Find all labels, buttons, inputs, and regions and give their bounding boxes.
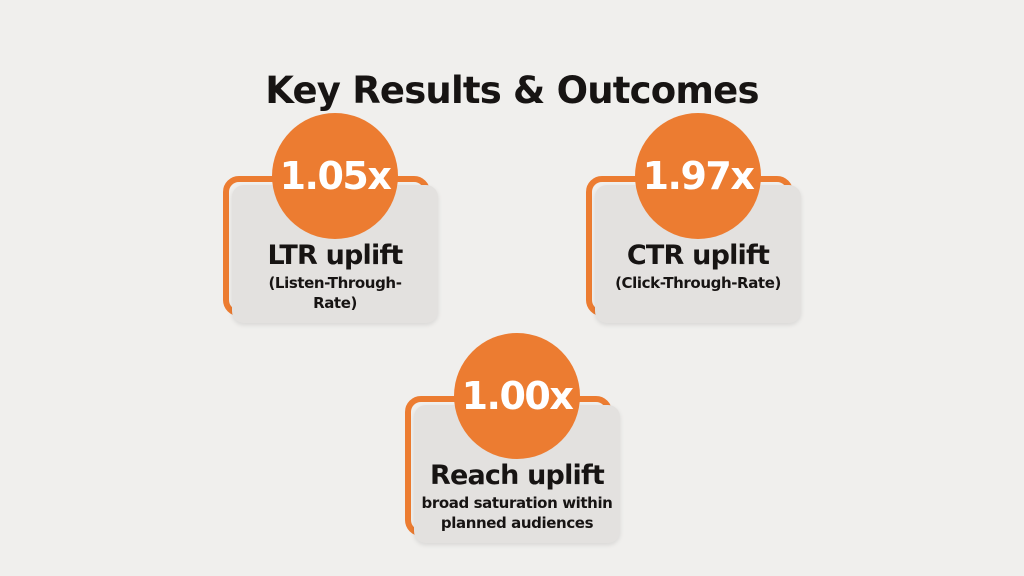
metric-label: Reach uplift bbox=[429, 460, 605, 491]
metric-value: 1.00x bbox=[461, 374, 574, 418]
card-panel: Reach uplift broad saturation within pla… bbox=[414, 405, 620, 543]
metric-card-reach: Reach uplift broad saturation within pla… bbox=[405, 333, 620, 543]
metric-sublabel: (Click-Through-Rate) bbox=[615, 274, 781, 293]
metric-value-badge: 1.05x bbox=[272, 113, 398, 239]
metric-value: 1.05x bbox=[279, 154, 392, 198]
page-title: Key Results & Outcomes bbox=[265, 68, 759, 112]
metric-value-badge: 1.97x bbox=[635, 113, 761, 239]
metric-value: 1.97x bbox=[642, 154, 755, 198]
metric-sublabel: (Listen-Through-Rate) bbox=[268, 274, 402, 312]
metric-sublabel: broad saturation within planned audience… bbox=[421, 494, 613, 532]
metric-card-ctr: CTR uplift (Click-Through-Rate) 1.97x bbox=[586, 113, 801, 323]
metric-label: CTR uplift bbox=[626, 240, 770, 271]
metric-value-badge: 1.00x bbox=[454, 333, 580, 459]
metric-card-ltr: LTR uplift (Listen-Through-Rate) 1.05x bbox=[223, 113, 438, 323]
metric-label: LTR uplift bbox=[267, 240, 403, 271]
